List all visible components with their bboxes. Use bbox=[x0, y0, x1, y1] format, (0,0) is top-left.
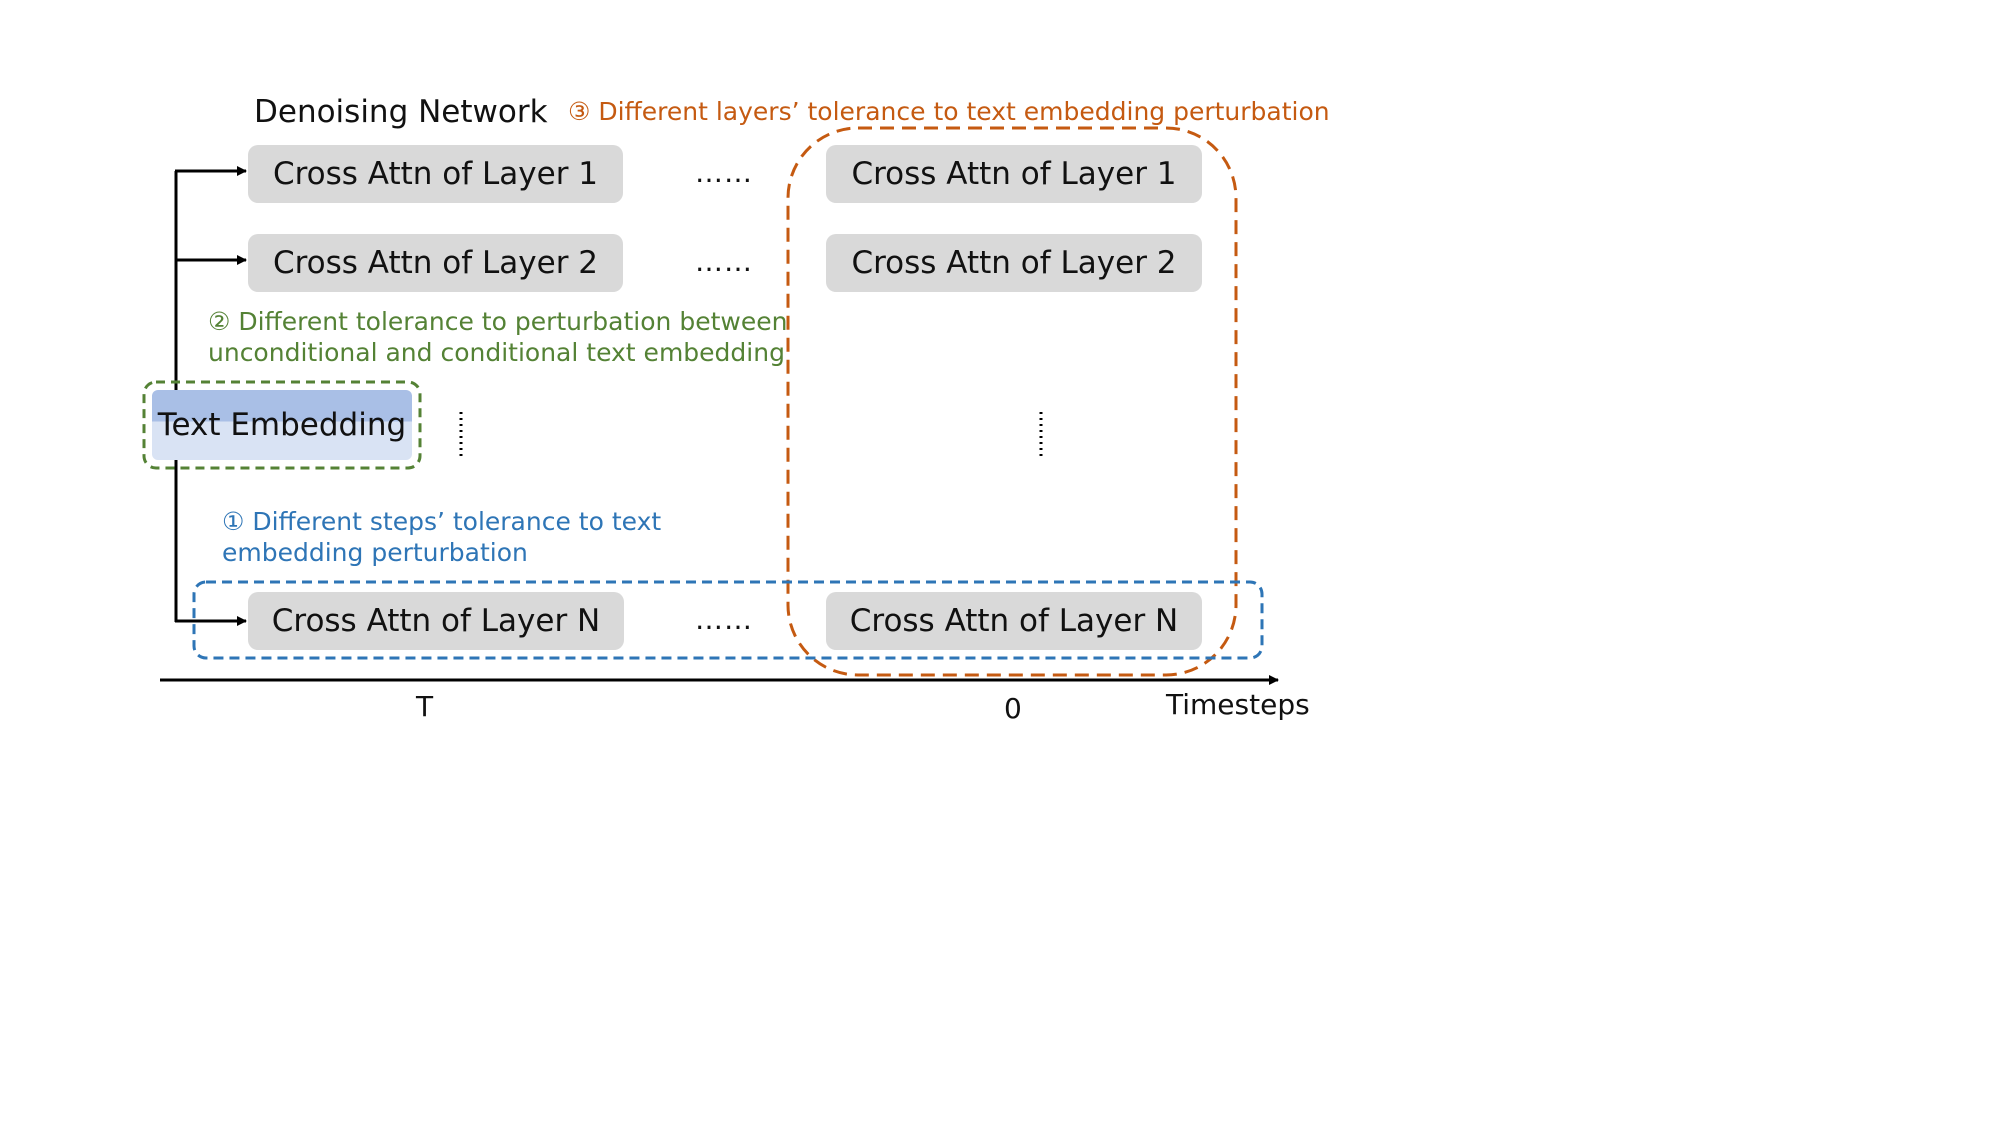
right-layer1-box: Cross Attn of Layer 1 bbox=[826, 145, 1202, 203]
embedding-frame bbox=[142, 380, 422, 470]
network-title: Denoising Network bbox=[254, 94, 548, 130]
ellipsis-row2: …… bbox=[695, 245, 753, 278]
left-layer1-box: Cross Attn of Layer 1 bbox=[248, 145, 623, 203]
layers-annotation: ③ Different layers’ tolerance to text em… bbox=[568, 97, 1330, 126]
layers-frame bbox=[786, 126, 1238, 677]
axis-start-label: T bbox=[416, 690, 434, 723]
steps-frame bbox=[192, 580, 1264, 660]
axis-end-label: 0 bbox=[1004, 692, 1022, 725]
cond-annotation: ② Different tolerance to perturbation be… bbox=[208, 306, 787, 368]
steps-annotation-line2: embedding perturbation bbox=[222, 538, 528, 567]
ellipsis-rowN: …… bbox=[695, 603, 753, 636]
left-layer2-box: Cross Attn of Layer 2 bbox=[248, 234, 623, 292]
cond-annotation-line1: ② Different tolerance to perturbation be… bbox=[208, 307, 788, 336]
steps-annotation-line1: ① Different steps’ tolerance to text bbox=[222, 507, 662, 536]
right-layer2-box: Cross Attn of Layer 2 bbox=[826, 234, 1202, 292]
right-layerN-box: Cross Attn of Layer N bbox=[826, 592, 1202, 650]
text-embedding-box: Text Embedding bbox=[152, 390, 412, 460]
steps-annotation: ① Different steps’ tolerance to text emb… bbox=[222, 506, 661, 568]
axis-title: Timesteps bbox=[1166, 688, 1310, 721]
cond-annotation-line2: unconditional and conditional text embed… bbox=[208, 338, 785, 367]
ellipsis-row1: …… bbox=[695, 156, 753, 189]
left-layerN-box: Cross Attn of Layer N bbox=[248, 592, 624, 650]
